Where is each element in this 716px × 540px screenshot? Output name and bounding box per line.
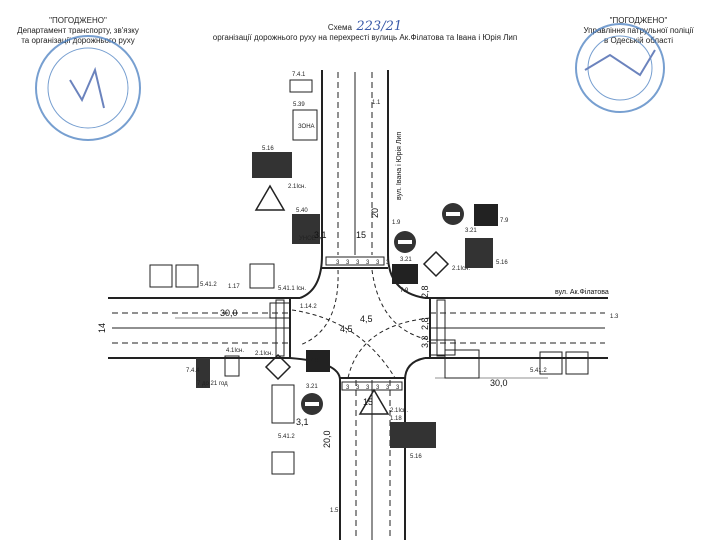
approval-block-right: "ПОГОДЖЕНО" Управління патрульної поліці… <box>566 16 711 46</box>
lane-n-5: 3 <box>376 260 380 266</box>
dim-east-b: 2,8 <box>420 317 430 330</box>
marking-1-5-south: 1.5 <box>330 508 339 514</box>
approval-block-left: "ПОГОДЖЕНО" Департамент транспорту, зв'я… <box>8 16 148 46</box>
scheme-title-word: Схема <box>327 23 352 32</box>
approval-left-title: "ПОГОДЖЕНО" <box>49 16 107 25</box>
sign-2-1-north-label: 2.1Існ. <box>288 184 306 190</box>
marking-1-9: 1.9 <box>392 220 401 226</box>
sign-5-41-2-east-label: 5.41.2 <box>530 368 547 374</box>
lane-s-1: 3 <box>346 385 350 391</box>
approval-right-org: Управління патрульної поліції <box>583 26 694 35</box>
sign-2-1-ne-label: 2.1Існ. <box>452 266 470 272</box>
dim-south-length: 20,0 <box>322 430 332 448</box>
sign-7-9-south-label: 7.9 <box>310 358 319 364</box>
street-name-vertical: вул. Івана і Юрія Лип <box>395 132 403 200</box>
lane-n-3: 3 <box>356 260 360 266</box>
sign-5-16-south-label: 5.16 <box>410 454 422 460</box>
scheme-subtitle: організації дорожнього руху на перехрест… <box>212 33 518 42</box>
approval-right-org2: в Одеській області <box>603 36 673 45</box>
street-name-horizontal: вул. Ак.Філатова <box>555 288 609 296</box>
sign-2-1-south-label: 2.1Існ. <box>390 408 408 414</box>
sign-3-21-south-label: 3.21 <box>306 384 318 390</box>
sign-5-41-2-label: 5.41.2 <box>200 282 217 288</box>
sign-zone-text: ЗОНА <box>298 124 315 130</box>
dim-road-width: 14 <box>97 323 107 333</box>
sign-5-39-label: 5.39 <box>293 102 305 108</box>
dim-north-offset: 3,1 <box>314 230 327 240</box>
marking-1-1-north: 1.1 <box>372 100 381 106</box>
sign-7-9-a-label: 7.9 <box>500 218 509 224</box>
marking-codes: 1.1 1.5 1.9 1.14.2 1.17 1.18 1.3 <box>228 100 619 514</box>
dim-island-north: 15 <box>356 230 366 240</box>
dim-island-south: 15 <box>363 397 373 407</box>
approval-left-org2: та організації дорожнього руху <box>21 36 135 45</box>
dim-east-a: 2,8 <box>420 285 430 298</box>
marking-1-3-east: 1.3 <box>610 314 619 320</box>
scheme-title-block: Схема 223/21 організації дорожнього руху… <box>200 19 530 43</box>
dim-east-c: 3,3 <box>420 335 430 348</box>
dimension-labels: 30,0 30,0 20 20,0 14 15 15 3,1 2,8 2,8 3… <box>97 208 548 448</box>
sign-2-1-west-label: 2.1Існ. <box>255 351 273 357</box>
marking-1-17-west: 1.17 <box>228 284 240 290</box>
lane-markings <box>112 72 605 540</box>
sign-4-1-west-label: 4.1Існ. <box>226 348 244 354</box>
sign-5-16-east-label: 5.16 <box>496 260 508 266</box>
sign-block-north: 7.4.1 5.39 ЗОНА 5.16 2.1Існ. 5.40 УНОЕ <box>252 72 320 244</box>
sign-5-41-1-label: 5.41.1 Існ. <box>278 286 306 292</box>
dim-south-offset: 3,1 <box>296 417 309 427</box>
lane-s-5: 3 <box>386 385 390 391</box>
sign-7-4-1-label: 7.4.1 <box>292 72 306 78</box>
road-edges <box>108 70 608 540</box>
lane-n-1: 3 <box>336 260 340 266</box>
stamp-right <box>575 23 665 113</box>
sign-block-west: 5.41.2 5.41.1 Існ. 7.4.4 7 до 21 год 4.1… <box>149 263 306 388</box>
sign-3-21-a-label: 3.21 <box>465 228 477 234</box>
sign-block-south: 7.9 3.21 5.41.2 2.1Існ. 5.16 <box>271 350 436 475</box>
dim-east-length: 30,0 <box>490 378 508 388</box>
sign-block-east: 5.41.2 <box>444 349 589 379</box>
scheme-number: 223/21 <box>356 19 403 34</box>
marking-1-18: 1.18 <box>390 416 402 422</box>
sign-7-4-4-label: 7.4.4 <box>186 368 200 374</box>
dim-north-length: 20 <box>370 208 380 218</box>
stamp-left <box>35 35 141 141</box>
lane-number-markers: 3 3 3 3 3 3 3 3 3 3 3 3 <box>336 260 400 391</box>
sign-5-16-north-label: 5.16 <box>262 146 274 152</box>
sign-block-ne: 7.9 3.21 3.21 7.9 2.1Існ. 5.16 <box>392 203 509 294</box>
lane-n-2: 3 <box>346 260 350 266</box>
sign-5-40-text: УНОЕ <box>299 236 316 242</box>
approval-right-title: "ПОГОДЖЕНО" <box>609 16 668 25</box>
dim-west-length: 30,0 <box>220 308 238 318</box>
marking-1-14-2: 1.14.2 <box>300 304 317 310</box>
approval-left-org: Департамент транспорту, зв'язку <box>17 26 139 35</box>
dim-diag-b: 4,5 <box>360 314 373 324</box>
sign-5-41-2-south-label: 5.41.2 <box>278 434 295 440</box>
sign-3-21-b-label: 3.21 <box>400 257 412 263</box>
sign-7-4-4-text: 7 до 21 год <box>197 381 228 387</box>
lane-s-3: 3 <box>366 385 370 391</box>
sign-5-40-label: 5.40 <box>296 208 308 214</box>
lane-n-6: 3 <box>386 260 390 266</box>
lane-s-6: 3 <box>396 385 400 391</box>
dim-diag-a: 4,5 <box>340 324 353 334</box>
lane-s-2: 3 <box>356 385 360 391</box>
lane-s-4: 3 <box>376 385 380 391</box>
sign-7-9-b-label: 7.9 <box>400 288 409 294</box>
lane-n-4: 3 <box>366 260 370 266</box>
